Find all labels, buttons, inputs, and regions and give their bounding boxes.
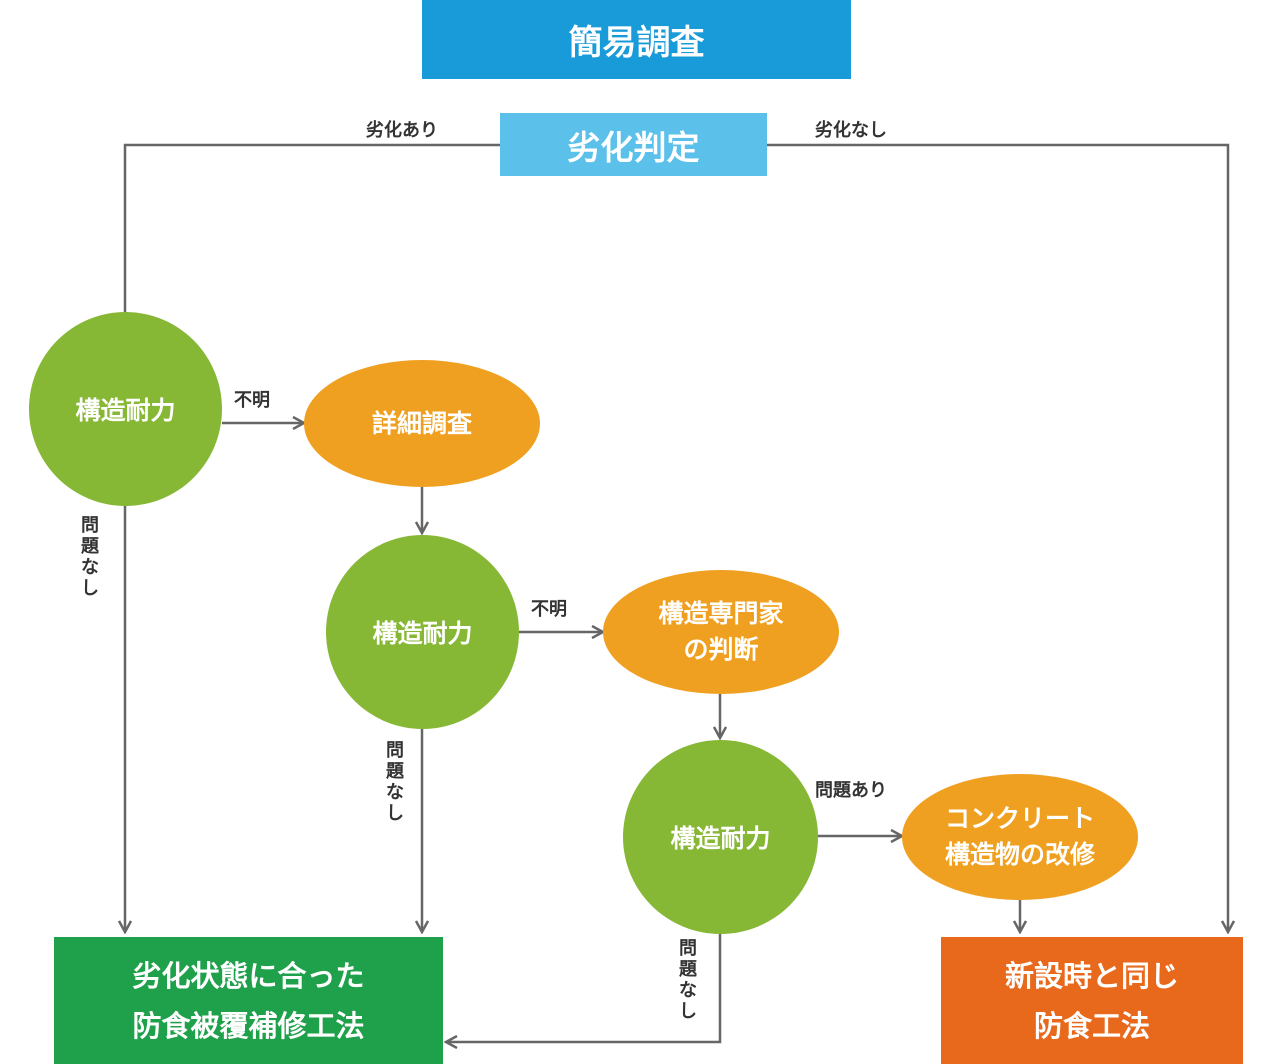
label-unknown-2: 不明 [531,599,567,620]
structural-capacity-circle-3: 構造耐力 [623,740,818,934]
expert-judgment-oval: 構造専門家 の判断 [603,570,839,694]
repair-method-line-1: 劣化状態に合った [132,958,365,993]
expert-judgment-line-1: 構造専門家 [658,599,784,628]
structural-capacity-circle-2: 構造耐力 [326,535,519,729]
concrete-renovation-line-2: 構造物の改修 [944,840,1095,869]
structural-capacity-label-3: 構造耐力 [670,824,771,853]
new-construction-method-line-1: 新設時と同じ [1004,958,1179,993]
expert-judgment-line-2: の判断 [683,635,759,664]
structural-capacity-label-1: 構造耐力 [75,396,176,425]
repair-method-box: 劣化状態に合った 防食被覆補修工法 [54,937,443,1064]
label-not-deteriorated: 劣化なし [815,120,887,141]
new-construction-method-line-2: 防食工法 [1033,1008,1150,1043]
edge-no-problem-3 [446,934,722,1042]
deterioration-judgment-box: 劣化判定 [500,113,767,176]
label-no-problem-3: 問題なし [679,938,697,1022]
concrete-renovation-oval: コンクリート 構造物の改修 [902,774,1138,900]
detailed-survey-label: 詳細調査 [371,408,472,438]
edge-deteriorated [123,143,500,312]
simple-survey-box: 簡易調査 [422,0,851,79]
label-problem: 問題あり [815,780,887,801]
structural-capacity-circle-1: 構造耐力 [29,312,222,506]
edge-not-deteriorated [767,143,1228,932]
deterioration-judgment-label: 劣化判定 [567,127,700,167]
label-deteriorated: 劣化あり [366,120,438,141]
repair-method-line-2: 防食被覆補修工法 [132,1008,365,1043]
new-construction-method-box: 新設時と同じ 防食工法 [941,937,1243,1064]
label-no-problem-2: 問題なし [386,740,404,824]
structural-capacity-label-2: 構造耐力 [372,619,473,648]
concrete-renovation-line-1: コンクリート [944,804,1095,833]
simple-survey-label: 簡易調査 [568,23,705,63]
label-unknown-1: 不明 [234,390,270,411]
label-no-problem-1: 問題なし [81,515,99,599]
detailed-survey-oval: 詳細調査 [304,360,540,487]
